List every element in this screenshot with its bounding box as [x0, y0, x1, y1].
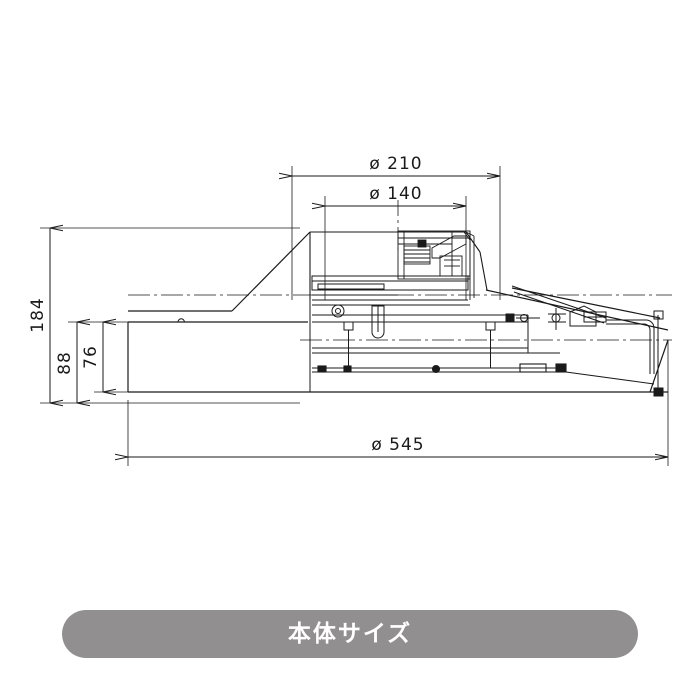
dim-dia-140-label: ø 140: [369, 184, 422, 204]
dim-dia-140: ø 140: [325, 184, 466, 206]
dim-88-label: 88: [55, 351, 75, 375]
dim-184: 184: [28, 228, 50, 403]
dim-76-label: 76: [81, 345, 101, 369]
pivot-bearing: [331, 304, 345, 318]
cone-right-edge-detail: [465, 231, 475, 300]
center-lines: [128, 294, 672, 341]
dim-88: 88: [55, 322, 77, 403]
upper-cone-housing: [309, 231, 488, 306]
bottom-rail: [312, 363, 567, 374]
dim-76: 76: [81, 322, 103, 392]
drawing-geometry: [127, 200, 672, 397]
caption-bar: 本体サイズ: [62, 610, 638, 658]
lower-right-taper: [565, 371, 655, 385]
internal-mechanism: [397, 230, 471, 280]
dim-dia-545: ø 545: [128, 435, 668, 457]
dim-dia-210-label: ø 210: [369, 154, 422, 174]
support-posts: [343, 321, 496, 368]
dim-dia-210: ø 210: [292, 154, 500, 176]
lower-chassis: [309, 300, 560, 392]
pendant-detail: [371, 305, 385, 339]
top-boss-marker: [177, 318, 185, 323]
caption-label: 本体サイズ: [287, 620, 413, 647]
right-arm-linkage: [505, 285, 664, 397]
witness-lines: [40, 166, 669, 466]
mounting-plate: [311, 275, 469, 291]
dim-184-label: 184: [28, 297, 48, 332]
dim-dia-545-label: ø 545: [371, 435, 424, 455]
main-body-outline: [127, 231, 669, 393]
